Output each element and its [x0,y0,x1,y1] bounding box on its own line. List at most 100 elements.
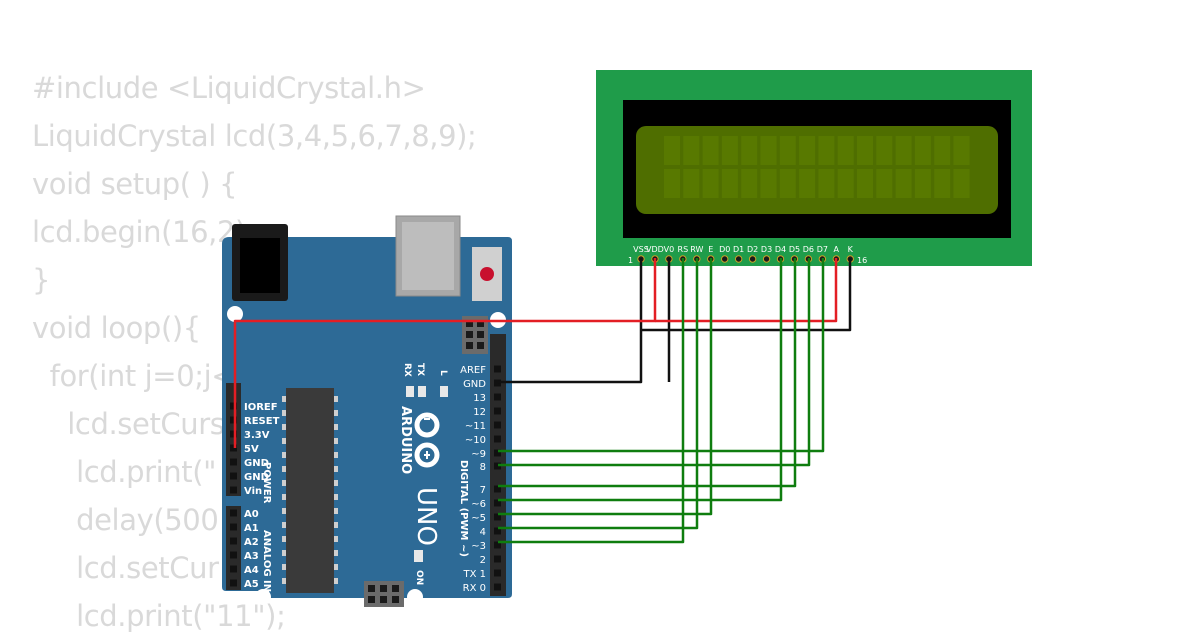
power-header [226,383,241,496]
lcd-char-cell [895,169,912,198]
lcd-char-cell [741,169,758,198]
header-hole [230,509,237,517]
lcd-char-cell [664,169,680,198]
digital-pin-label: ~6 [471,499,486,510]
lcd-pin-label: E [708,245,713,254]
lcd-pin-label: D0 [719,245,730,254]
chip-pin [334,508,338,514]
icsp-header [462,316,488,354]
power-pin-label: GND [244,458,269,469]
icsp-pin [392,585,399,592]
digital-pin-label: ~5 [471,513,486,524]
icsp-pin [466,342,473,349]
led-rx-label: RX [402,363,412,377]
lcd-char-cell [895,136,912,165]
chip-pin [334,536,338,542]
header-hole [494,513,501,521]
lcd-pin-label: RS [678,245,689,254]
lcd-pin-label: K [848,245,854,254]
lcd-char-cell [953,169,970,198]
mounting-hole [255,589,271,605]
digital-pin-label: 7 [480,485,486,496]
lcd-char-cell [934,136,951,165]
header-hole [494,365,501,373]
chip-pin [334,522,338,528]
icsp-pin [477,342,484,349]
digital-pin-label: ~9 [471,449,486,460]
lcd-pin-label: RW [690,245,703,254]
uno-model: UNO [411,487,441,546]
power-label: POWER [261,462,272,504]
lcd-character-cells [664,136,970,198]
lcd-char-cell [760,169,777,198]
lcd-pin-label: A [834,245,840,254]
on-led-icon [414,550,423,562]
lcd-char-cell [953,136,970,165]
header-hole [230,551,237,559]
lcd-char-cell [760,136,777,165]
lcd-char-cell [779,136,796,165]
digital-pin-label: 8 [480,462,486,473]
left-header-holes [230,402,237,587]
power-jack-inner [240,238,280,293]
icsp-pin [380,596,387,603]
wire-vss-to-gnd [498,258,643,384]
lcd-pin-label: D1 [733,245,744,254]
code-line: LiquidCrystal lcd(3,4,5,6,7,8,9); [32,119,477,153]
code-line: lcd.begin(16,2); [32,215,256,249]
wire-d5-to-pin6 [498,258,783,502]
header-hole [494,449,501,457]
power-pin-label: Vin [244,486,262,497]
code-line: lcd.print("11"); [32,599,286,633]
wire-e-to-pin4 [498,258,699,530]
lcd-pin-label: VDD [646,245,664,254]
usb-connector-face [402,222,454,290]
wires [233,258,852,544]
icsp-pin [380,585,387,592]
digital-pin-label: ~3 [471,541,486,552]
power-pin-label: 3.3V [244,430,270,441]
arduino-brand: ARDUINO [398,406,413,474]
lcd-pin-label: VSS [633,245,649,254]
analog-in-label: ANALOG IN [261,530,272,592]
icsp-pin [392,596,399,603]
header-hole [494,485,501,493]
digital-pin-label: TX 1 [463,569,487,580]
wire-d4-to-pin5 [498,258,713,516]
rx-led-icon [418,386,426,397]
mounting-hole [227,306,243,322]
digital-header-holes [494,365,501,591]
header-hole [230,416,237,424]
header-hole [230,458,237,466]
chip-pin [282,424,286,430]
header-hole [494,421,501,429]
chip-pin [334,452,338,458]
code-line: void setup( ) { [32,167,238,201]
lcd-char-cell [934,169,951,198]
wire-rs-to-pin3 [498,258,685,544]
header-hole [230,472,237,480]
lcd-char-cell [702,136,719,165]
chip-pin [282,508,286,514]
chip-pin [282,564,286,570]
lcd-char-cell [779,169,796,198]
lcd-char-cell [857,169,873,198]
header-hole [494,462,501,470]
lcd-char-cell [683,136,700,165]
digital-pin-label: RX 0 [463,583,486,594]
wire-d7-to-pin8 [498,258,811,467]
chip-pin [334,564,338,570]
digital-pin-label: 13 [473,393,486,404]
lcd-pin-label: D4 [775,245,786,254]
code-line: lcd.print(" [32,455,217,489]
analog-pin-label: A4 [244,565,259,576]
chip-pin [334,424,338,430]
analog-pin-label: A2 [244,537,259,548]
code-line: } [32,263,51,297]
chip-pin [334,466,338,472]
header-hole [494,555,501,563]
